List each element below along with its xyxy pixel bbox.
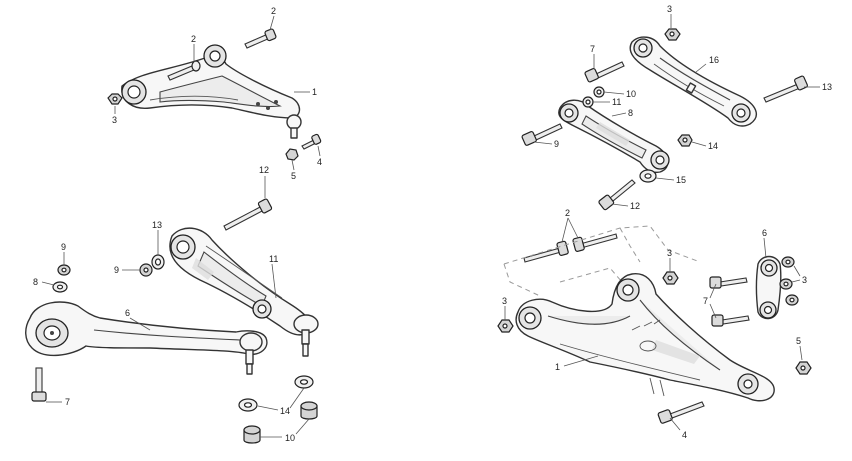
right-callout-5: 5 bbox=[796, 336, 801, 346]
left-callout-2-top: 2 bbox=[271, 6, 276, 16]
left-callout-10: 10 bbox=[285, 433, 295, 443]
right-bolt-7-top bbox=[584, 61, 625, 83]
right-callout-2: 2 bbox=[565, 208, 570, 218]
right-nut-3-b bbox=[497, 319, 514, 333]
right-bolts-7-bracket bbox=[709, 276, 750, 327]
left-nut-9-side bbox=[139, 263, 153, 277]
left-bolt-7 bbox=[31, 367, 47, 402]
right-callout-16: 16 bbox=[709, 55, 719, 65]
right-lower-wishbone bbox=[515, 273, 775, 402]
wishbone-arrow-marks bbox=[631, 319, 661, 352]
right-washer-11 bbox=[582, 96, 594, 108]
left-bolt-4 bbox=[301, 133, 322, 150]
left-leader-lines bbox=[41, 15, 321, 438]
left-callout-9-side: 9 bbox=[114, 265, 119, 275]
left-callout-9-top: 9 bbox=[61, 242, 66, 252]
left-callout-11: 11 bbox=[269, 254, 278, 264]
right-bolts-2 bbox=[523, 233, 618, 263]
right-callout-15: 15 bbox=[676, 175, 686, 185]
left-callout-8: 8 bbox=[33, 277, 38, 287]
left-callout-1: 1 bbox=[312, 87, 317, 97]
left-callout-14: 14 bbox=[280, 406, 290, 416]
left-nut-10-b bbox=[243, 425, 261, 444]
left-washer-13 bbox=[151, 254, 165, 270]
left-washer-14-b bbox=[238, 398, 258, 412]
right-link-8 bbox=[558, 99, 670, 174]
right-bracket-6 bbox=[755, 255, 782, 320]
right-callout-3-side: 3 bbox=[802, 275, 807, 285]
left-bolt-mid bbox=[167, 60, 201, 81]
left-callout-12: 12 bbox=[259, 165, 269, 175]
left-nut-5 bbox=[285, 148, 299, 161]
right-dashed-outline bbox=[503, 225, 701, 301]
right-nut-5 bbox=[795, 361, 812, 375]
right-nut-14 bbox=[677, 134, 693, 147]
left-washer-8 bbox=[52, 281, 68, 293]
left-nut-3 bbox=[107, 93, 123, 105]
right-link-16 bbox=[629, 36, 758, 127]
right-callout-10: 10 bbox=[626, 89, 636, 99]
right-callout-4: 4 bbox=[682, 430, 687, 440]
right-bolt-9 bbox=[521, 123, 563, 146]
right-washer-15 bbox=[639, 169, 657, 183]
right-callout-3-a: 3 bbox=[667, 248, 672, 258]
left-washer-14-a bbox=[294, 375, 314, 389]
right-nut-3-a bbox=[662, 271, 679, 285]
right-leader-lines bbox=[504, 14, 820, 431]
left-lower-link bbox=[169, 227, 319, 357]
left-nut-9-top bbox=[57, 264, 71, 276]
right-bolt-4 bbox=[657, 401, 705, 424]
right-callout-6: 6 bbox=[762, 228, 767, 238]
left-callouts: 2 2 1 3 4 5 12 13 11 9 9 8 6 7 14 10 bbox=[33, 6, 322, 443]
right-callout-3-top: 3 bbox=[667, 4, 672, 14]
left-callout-7: 7 bbox=[65, 397, 70, 407]
right-washer-10 bbox=[593, 86, 605, 98]
left-tie-rod bbox=[25, 301, 268, 375]
right-callouts: 3 7 16 13 10 11 8 9 14 15 12 2 3 3 6 3 7… bbox=[502, 4, 832, 440]
right-callout-8: 8 bbox=[628, 108, 633, 118]
left-nut-10-a bbox=[300, 401, 318, 420]
right-callout-13: 13 bbox=[822, 82, 832, 92]
left-bolt-12 bbox=[223, 198, 273, 231]
left-callout-13: 13 bbox=[152, 220, 162, 230]
left-callout-5: 5 bbox=[291, 171, 296, 181]
right-callout-9: 9 bbox=[554, 139, 559, 149]
right-nut-3-top bbox=[664, 28, 681, 41]
right-callout-7-top: 7 bbox=[590, 44, 595, 54]
right-callout-1: 1 bbox=[555, 362, 560, 372]
left-callout-6: 6 bbox=[125, 308, 130, 318]
right-nut-3-side bbox=[779, 256, 799, 306]
left-callout-4: 4 bbox=[317, 157, 322, 167]
right-callout-3-b: 3 bbox=[502, 296, 507, 306]
right-bolt-13 bbox=[763, 75, 808, 103]
left-callout-2-mid: 2 bbox=[191, 34, 196, 44]
left-upper-wishbone bbox=[121, 44, 302, 139]
left-callout-3: 3 bbox=[112, 115, 117, 125]
right-callout-14: 14 bbox=[708, 141, 718, 151]
right-callout-7-bracket: 7 bbox=[703, 296, 708, 306]
right-callout-12: 12 bbox=[630, 201, 640, 211]
right-callout-11: 11 bbox=[612, 97, 621, 107]
right-bolt-12 bbox=[598, 179, 636, 211]
left-bolt-top bbox=[244, 28, 277, 49]
